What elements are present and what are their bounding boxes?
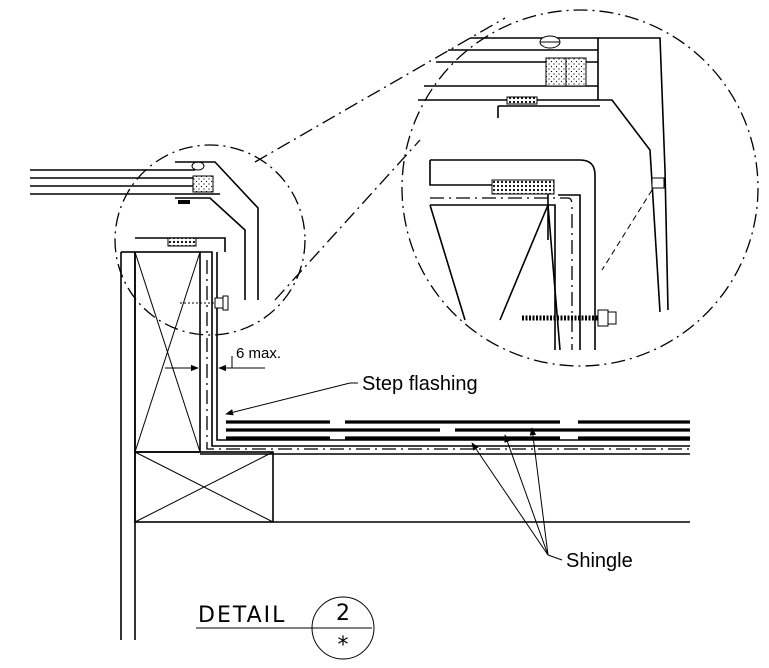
- shingle-courses: [226, 420, 690, 440]
- roof-deck: [200, 453, 690, 523]
- fastener-small: [180, 295, 229, 311]
- detail-sheet: *: [338, 633, 349, 658]
- shingle-callout: Shingle: [471, 427, 633, 572]
- wall-section: [120, 251, 136, 640]
- leader-line-lower: [274, 139, 421, 301]
- detail-callout-circle: [114, 144, 306, 336]
- dimension-6max: 6 max.: [165, 340, 281, 380]
- detail-word: DETAIL: [198, 603, 286, 628]
- flashing-and-membrane: [135, 237, 690, 450]
- shingle-label: Shingle: [566, 550, 633, 572]
- step-flashing-label: Step flashing: [362, 373, 478, 395]
- detail-number: 2: [336, 601, 350, 626]
- blocking: [134, 451, 274, 523]
- leader-line-upper: [254, 17, 506, 163]
- step-flashing-callout: Step flashing: [225, 373, 478, 416]
- enlarged-detail: [401, 9, 759, 367]
- dimension-label: 6 max.: [236, 345, 281, 362]
- vertical-stud: [134, 251, 201, 453]
- detail-tag: DETAIL 2 *: [196, 596, 375, 660]
- enlarged-callout-circle: [401, 9, 759, 367]
- coping-cap: [30, 161, 259, 300]
